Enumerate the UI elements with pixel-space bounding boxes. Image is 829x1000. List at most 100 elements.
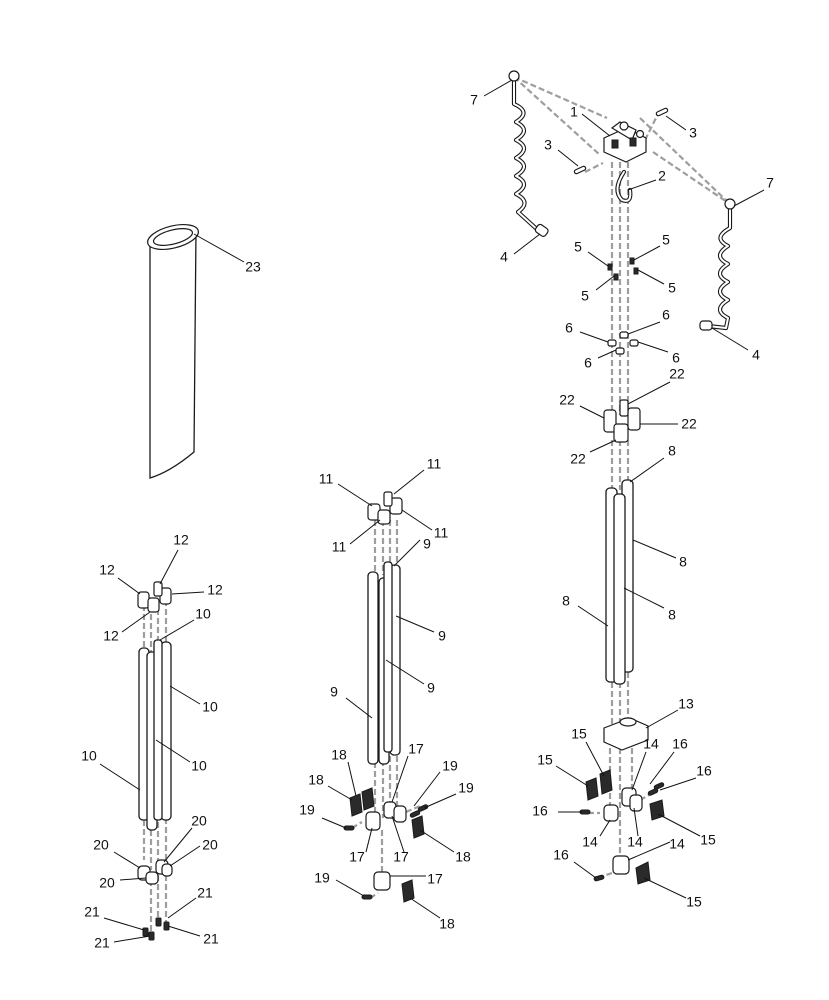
right-assembly — [508, 70, 736, 885]
callout-part-5: 5 — [574, 239, 582, 255]
callout-part-6: 6 — [565, 320, 573, 336]
callout-part-3: 3 — [544, 137, 552, 153]
callout-part-9: 9 — [330, 684, 338, 700]
callout-part-4: 4 — [500, 249, 508, 265]
callout-part-19: 19 — [314, 870, 330, 886]
callout-part-11: 11 — [332, 539, 347, 555]
connectors-part-22 — [603, 399, 641, 443]
callout-part-14: 14 — [643, 736, 659, 752]
callout-part-17: 17 — [408, 741, 424, 757]
callout-part-5: 5 — [581, 288, 589, 304]
callout-part-20: 20 — [191, 813, 207, 829]
callout-part-19: 19 — [458, 780, 474, 796]
right-spring-cable — [699, 198, 736, 331]
callout-part-21: 21 — [197, 885, 213, 901]
poles-part-8 — [605, 479, 634, 685]
callout-part-13: 13 — [678, 696, 694, 712]
left-assembly — [137, 581, 173, 941]
clips-part-6 — [607, 331, 639, 355]
poles-part-10 — [138, 639, 172, 831]
callout-part-18: 18 — [308, 772, 324, 788]
callout-part-9: 9 — [438, 628, 446, 644]
callout-part-10: 10 — [202, 699, 218, 715]
callout-part-15: 15 — [537, 752, 553, 768]
callout-part-21: 21 — [94, 935, 110, 951]
callout-part-15: 15 — [571, 726, 587, 742]
callout-part-18: 18 — [331, 747, 347, 763]
callout-part-21: 21 — [203, 931, 219, 947]
callout-part-21: 21 — [84, 904, 100, 920]
callout-part-16: 16 — [696, 763, 712, 779]
assembly-guide-lines — [142, 75, 731, 932]
callout-part-11: 11 — [427, 456, 442, 472]
callout-part-14: 14 — [669, 836, 685, 852]
callout-part-17: 17 — [427, 871, 443, 887]
callout-part-8: 8 — [668, 607, 676, 623]
callout-part-15: 15 — [686, 894, 702, 910]
callout-part-15: 15 — [700, 832, 716, 848]
callout-part-7: 7 — [470, 92, 478, 108]
callout-part-9: 9 — [423, 536, 431, 552]
callout-part-9: 9 — [427, 680, 435, 696]
pin-part-3-left — [573, 165, 587, 175]
callout-part-10: 10 — [191, 758, 207, 774]
callout-part-22: 22 — [681, 416, 697, 432]
screws-part-5 — [607, 257, 639, 281]
callout-part-19: 19 — [442, 758, 458, 774]
callout-part-16: 16 — [532, 803, 548, 819]
callout-part-8: 8 — [668, 443, 676, 459]
cover-sleeve-part-23 — [147, 224, 199, 479]
connectors-part-11 — [367, 491, 403, 525]
callout-part-2: 2 — [658, 168, 666, 184]
latches-part-18 — [349, 787, 425, 903]
callout-part-12: 12 — [173, 532, 189, 548]
callout-part-22: 22 — [570, 451, 586, 467]
callout-part-10: 10 — [195, 606, 211, 622]
callout-part-8: 8 — [562, 593, 570, 609]
callout-part-11: 11 — [434, 525, 449, 541]
callout-part-14: 14 — [627, 834, 643, 850]
callout-part-7: 7 — [766, 175, 774, 191]
bolts-part-19 — [343, 804, 429, 900]
callout-part-17: 17 — [393, 849, 409, 865]
callout-part-18: 18 — [439, 916, 455, 932]
callout-part-6: 6 — [584, 355, 592, 371]
callout-part-12: 12 — [99, 562, 115, 578]
callout-part-12: 12 — [103, 628, 119, 644]
callout-part-8: 8 — [679, 554, 687, 570]
callout-part-4: 4 — [752, 347, 760, 363]
callout-part-12: 12 — [207, 582, 223, 598]
hinges-part-17 — [365, 801, 407, 891]
callout-part-14: 14 — [582, 834, 598, 850]
callout-part-23: 23 — [245, 259, 261, 275]
connectors-part-12 — [137, 581, 172, 613]
callout-part-5: 5 — [668, 280, 676, 296]
callout-part-19: 19 — [299, 802, 315, 818]
callout-part-20: 20 — [202, 837, 218, 853]
callout-part-6: 6 — [672, 350, 680, 366]
pin-part-3-right — [655, 107, 669, 117]
callout-part-10: 10 — [81, 748, 97, 764]
middle-assembly — [343, 491, 429, 903]
top-hub-part-1 — [603, 121, 647, 163]
callout-part-11: 11 — [319, 471, 334, 487]
hinges-part-14 — [603, 787, 643, 875]
callout-part-22: 22 — [559, 392, 575, 408]
leader-lines — [99, 79, 765, 943]
base-part-13 — [603, 717, 649, 751]
callout-part-20: 20 — [93, 837, 109, 853]
callout-part-3: 3 — [689, 125, 697, 141]
callout-part-16: 16 — [553, 847, 569, 863]
callout-part-17: 17 — [349, 849, 365, 865]
callout-part-22: 22 — [669, 366, 685, 382]
callout-part-16: 16 — [672, 736, 688, 752]
hinges-part-20 — [137, 859, 173, 885]
callout-part-20: 20 — [99, 875, 115, 891]
bolts-part-16 — [579, 782, 665, 882]
poles-part-9 — [367, 561, 401, 765]
callout-part-6: 6 — [662, 307, 670, 323]
callout-part-5: 5 — [662, 232, 670, 248]
left-spring-cable — [508, 70, 549, 237]
